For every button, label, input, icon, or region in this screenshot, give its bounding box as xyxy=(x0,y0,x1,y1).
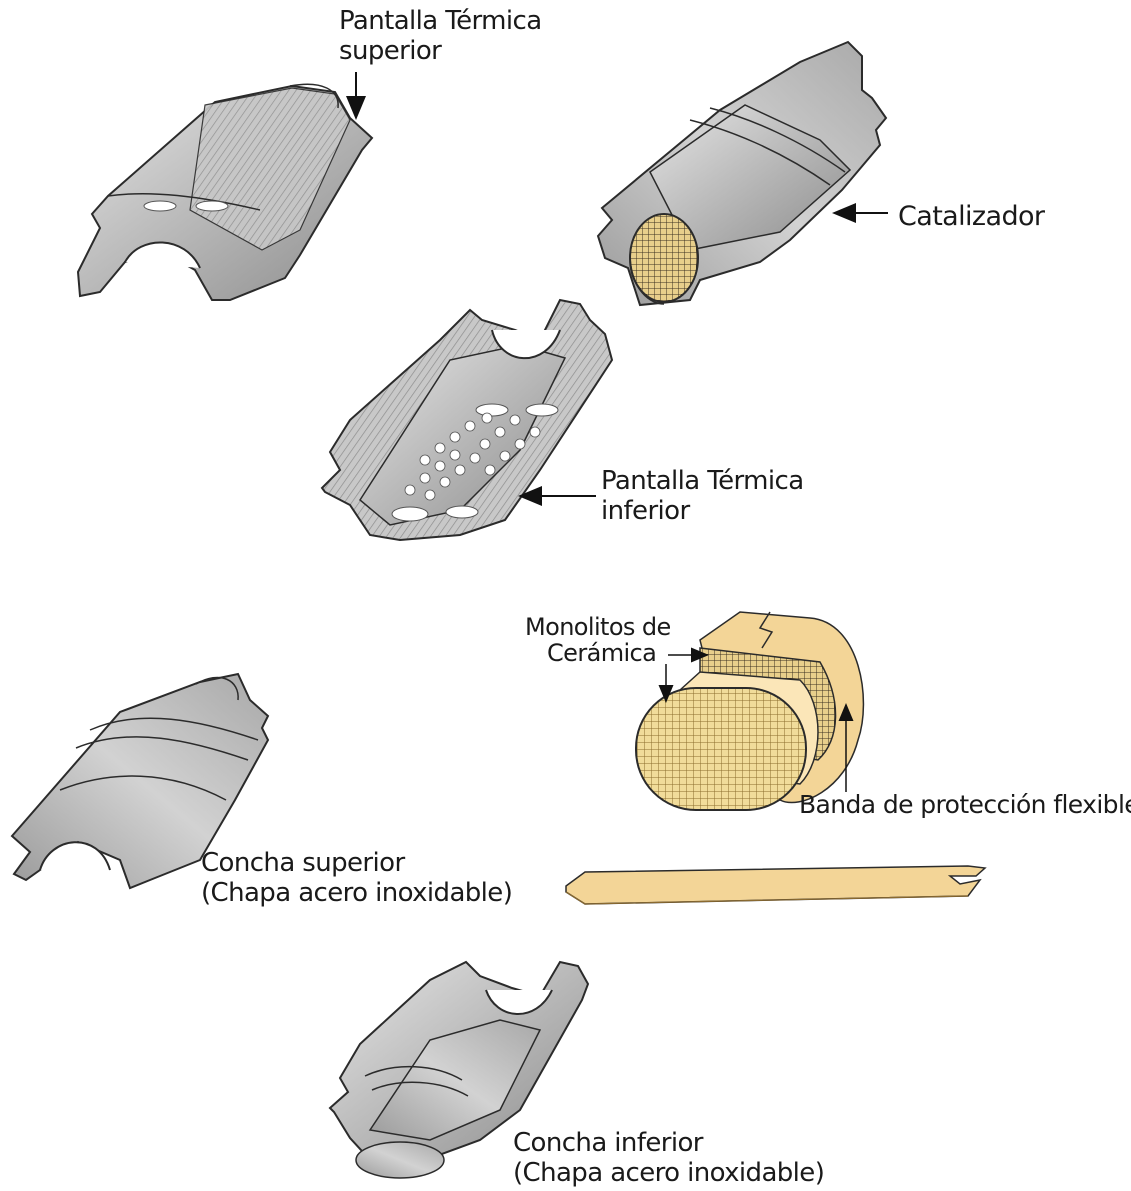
label-lower-heat-shield-line1: Pantalla Térmica xyxy=(601,466,804,496)
flexible-protection-band xyxy=(566,866,985,904)
lower-heat-shield xyxy=(322,300,612,540)
label-catalyst: Catalizador xyxy=(898,202,1044,232)
label-lower-heat-shield-line2: inferior xyxy=(601,496,804,526)
label-lower-heat-shield: Pantalla Térmica inferior xyxy=(601,466,804,526)
label-upper-shell: Concha superior (Chapa acero inoxidable) xyxy=(201,848,512,908)
label-lower-shell-line2: (Chapa acero inoxidable) xyxy=(513,1158,824,1188)
label-lower-shell: Concha inferior (Chapa acero inoxidable) xyxy=(513,1128,824,1188)
label-upper-heat-shield-line1: Pantalla Térmica xyxy=(339,6,542,36)
label-ceramic-monoliths-line2: Cerámica xyxy=(525,640,671,666)
label-upper-shell-line2: (Chapa acero inoxidable) xyxy=(201,878,512,908)
catalyst-assembly xyxy=(598,42,886,305)
label-upper-shell-line1: Concha superior xyxy=(201,848,512,878)
label-upper-heat-shield: Pantalla Térmica superior xyxy=(339,6,542,66)
label-lower-shell-line1: Concha inferior xyxy=(513,1128,824,1158)
label-upper-heat-shield-line2: superior xyxy=(339,36,542,66)
label-flexible-band: Banda de protección flexible xyxy=(799,790,1131,820)
label-ceramic-monoliths-line1: Monolitos de xyxy=(525,614,671,640)
label-ceramic-monoliths: Monolitos de Cerámica xyxy=(525,614,671,666)
upper-heat-shield xyxy=(78,84,372,300)
